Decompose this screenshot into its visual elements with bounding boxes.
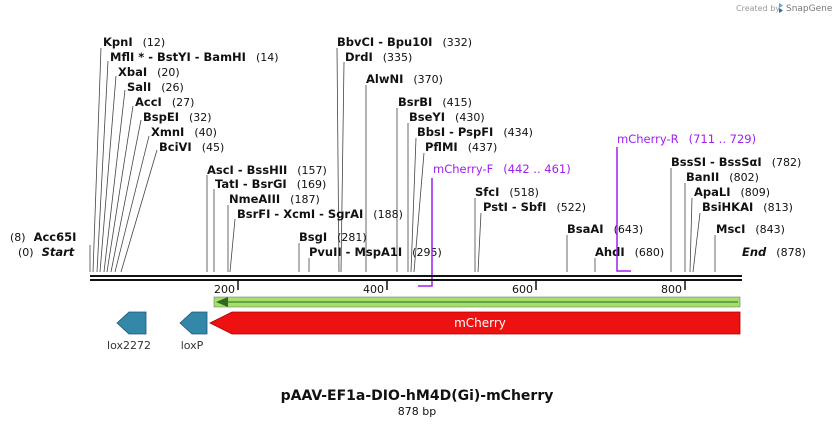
site-ahdi: AhdI(680) [595, 245, 664, 259]
site-start: (0)Start [18, 245, 75, 259]
leader-xmni [114, 135, 150, 273]
primer-mcherry-f-line [418, 178, 433, 287]
site-bseyi: BseYI(430) [409, 110, 485, 124]
site-mfli-bstyi-bamhi: MflI * - BstYI - BamHI(14) [110, 50, 279, 64]
site-msci: MscI(843) [716, 222, 785, 236]
site-bbsi-pspfi: BbsI - PspFI(434) [417, 125, 533, 139]
site-bspei: BspEI(32) [143, 110, 212, 124]
orf-arrow [213, 296, 741, 308]
site-bbvci-bpu10i: BbvCI - Bpu10I(332) [337, 35, 472, 49]
ruler: 200 400 600 800 [214, 281, 686, 296]
primer-mcherry-r: mCherry-R(711 .. 729) [617, 132, 756, 146]
tick-400: 400 [363, 283, 384, 296]
leader-apali [689, 197, 693, 273]
cut-site-labels: KpnI(12) MflI * - BstYI - BamHI(14) XbaI… [10, 35, 806, 259]
primer-mcherry-r-line [616, 147, 631, 272]
leader-mfli [96, 60, 109, 273]
leader-bsihkai [692, 212, 701, 273]
leader-sali [103, 89, 126, 273]
leader-bcivi [120, 149, 158, 273]
credit-created-by: Created by [736, 4, 780, 13]
loxp-arrow [179, 311, 208, 335]
leader-drdi [340, 61, 345, 273]
leader-acci [106, 105, 134, 273]
site-acci: AccI(27) [135, 95, 194, 109]
site-sali: SalI(26) [127, 80, 184, 94]
site-bsihkai: BsiHKAI(813) [702, 200, 793, 214]
lox2272-feature: lox2272 [107, 311, 151, 352]
site-bsrbi: BsrBI(415) [398, 95, 472, 109]
site-xmni: XmnI(40) [151, 125, 217, 139]
site-drdi: DrdI(335) [345, 50, 412, 64]
mcherry-feature: mCherry [209, 311, 741, 335]
site-pvuii-mspa1i: PvuII - MspA1I(295) [309, 245, 442, 259]
site-banii: BanII(802) [686, 170, 759, 184]
loxp-feature: loxP [179, 311, 208, 352]
leader-psti [477, 212, 482, 273]
site-psti-sbfi: PstI - SbfI(522) [483, 200, 586, 214]
mcherry-arrow [209, 311, 741, 335]
snapgene-credit: Created by SnapGene [736, 3, 833, 14]
primer-mcherry-f: mCherry-F(442 .. 461) [433, 162, 571, 176]
site-kpni: KpnI(12) [103, 35, 165, 49]
mcherry-label: mCherry [454, 316, 506, 330]
site-bsrfi-xcmi-sgrai: BsrFI - XcmI - SgrAI(188) [237, 207, 403, 221]
leader-bbvci [336, 47, 340, 273]
leader-kpni [92, 47, 102, 273]
site-xbai: XbaI(20) [118, 65, 180, 79]
site-apali: ApaLI(809) [694, 185, 770, 199]
site-bcivi: BciVI(45) [159, 140, 224, 154]
site-pflmi: PflMI(437) [425, 140, 497, 154]
lox2272-arrow [116, 311, 147, 335]
lox2272-label: lox2272 [107, 339, 151, 352]
site-tati-bsrgi: TatI - BsrGI(169) [215, 177, 326, 191]
primers: mCherry-F(442 .. 461) mCherry-R(711 .. 7… [418, 132, 756, 287]
leader-xbai [99, 75, 117, 273]
site-nmeaiii: NmeAIII(187) [229, 192, 320, 206]
site-end: End(878) [742, 245, 806, 259]
site-bsssi-bsssai: BssSI - BssSαI(782) [671, 155, 801, 169]
tick-600: 600 [512, 283, 533, 296]
dna-backbone [90, 275, 742, 281]
tick-800: 800 [661, 283, 682, 296]
leader-bbsi [410, 137, 417, 273]
plasmid-length: 878 bp [398, 405, 436, 418]
leader-bspei [110, 119, 142, 273]
site-asci-bsshii: AscI - BssHII(157) [207, 163, 327, 177]
leader-pflmi [413, 152, 425, 273]
site-sfci: SfcI(518) [475, 185, 539, 199]
site-acc65i: (8)Acc65I [10, 230, 76, 244]
credit-brand: SnapGene [786, 4, 833, 14]
cut-site-leaders [89, 47, 716, 273]
tick-200: 200 [214, 283, 235, 296]
plasmid-title: pAAV-EF1a-DIO-hM4D(Gi)-mCherry [281, 388, 554, 404]
site-bsaai: BsaAI(643) [567, 222, 643, 236]
snapgene-logo-icon [779, 3, 783, 13]
site-bsgi: BsgI(281) [299, 230, 367, 244]
leader-bsrfi [229, 218, 236, 273]
site-alwni: AlwNI(370) [366, 72, 443, 86]
loxp-label: loxP [181, 339, 204, 352]
